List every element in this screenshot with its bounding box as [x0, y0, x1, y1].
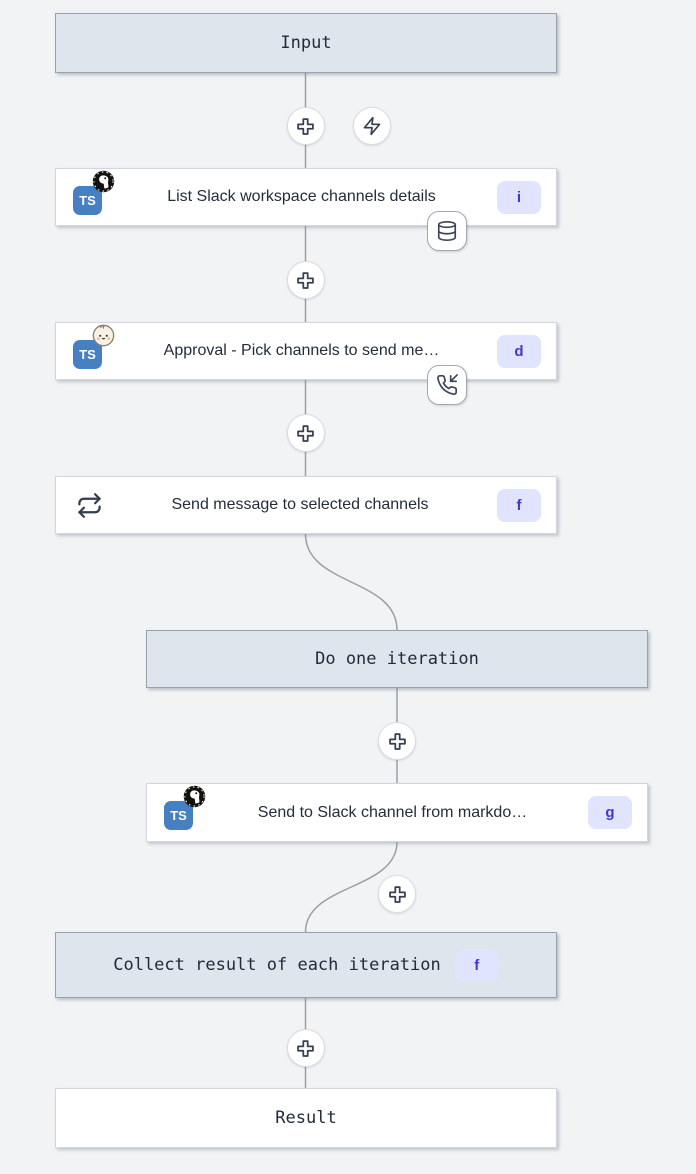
step-send-to-slack-markdown[interactable]: TS Send to Slack channel from markdo… g: [146, 783, 648, 842]
add-trigger-button[interactable]: [353, 107, 391, 145]
step-id-badge: f: [497, 488, 541, 522]
zap-icon: [363, 116, 381, 136]
suspend-approval-button[interactable]: [427, 365, 467, 405]
edge-step3-to-iteration: [304, 533, 398, 631]
edge-step4-to-collect: [304, 841, 398, 933]
plus-icon: [388, 885, 406, 903]
typescript-icon: TS: [73, 339, 102, 369]
insert-step-button-5[interactable]: [378, 875, 416, 913]
flow-input-label: Input: [280, 33, 332, 53]
step-title: List Slack workspace channels details: [167, 188, 436, 205]
forloop-icon-wrap: [76, 492, 103, 519]
step-id-badge: i: [497, 180, 541, 214]
phone-incoming-icon: [437, 374, 458, 395]
typescript-icon: TS: [164, 801, 193, 830]
deno-icon: [92, 170, 115, 192]
step-title: Send to Slack channel from markdo…: [257, 803, 528, 821]
step-id-badge: g: [588, 796, 632, 829]
plus-icon: [388, 732, 406, 750]
insert-step-button-6[interactable]: [286, 1029, 325, 1067]
loop-collect-node[interactable]: Collect result of each iteration f: [55, 932, 557, 998]
insert-step-button-2[interactable]: [286, 261, 325, 299]
cache-database-button[interactable]: [427, 211, 467, 251]
flow-input-node[interactable]: Input: [55, 13, 557, 73]
plus-icon: [297, 424, 314, 442]
typescript-icon: TS: [73, 185, 102, 215]
plus-icon: [297, 1039, 314, 1057]
flow-result-label: Result: [275, 1108, 337, 1128]
step-title: Send message to selected channels: [171, 496, 429, 513]
bun-icon: [92, 324, 115, 346]
typescript-bun-icon: TS: [73, 324, 115, 369]
step-approval-pick-channels[interactable]: TS Approval - Pick channels to send me… …: [55, 322, 557, 380]
typescript-deno-icon: TS: [73, 170, 115, 215]
plus-icon: [297, 117, 314, 135]
plus-icon: [297, 271, 314, 289]
loop-iteration-node[interactable]: Do one iteration: [146, 630, 648, 688]
database-icon: [437, 221, 457, 241]
flow-result-node[interactable]: Result: [55, 1088, 557, 1148]
insert-step-button-1[interactable]: [286, 107, 325, 145]
typescript-deno-icon: TS: [164, 785, 206, 830]
deno-icon: [183, 785, 206, 808]
step-forloop-send-message[interactable]: Send message to selected channels f: [55, 476, 557, 534]
loop-id-badge: f: [454, 948, 499, 982]
step-id-badge: d: [497, 334, 541, 368]
repeat-icon: [78, 492, 101, 518]
step-list-slack-channels[interactable]: TS List Slack workspace channels details…: [55, 168, 557, 226]
insert-step-button-4[interactable]: [378, 722, 416, 760]
loop-iteration-label: Do one iteration: [315, 649, 479, 669]
insert-step-button-3[interactable]: [286, 414, 325, 452]
loop-collect-label: Collect result of each iteration: [113, 955, 441, 975]
step-title: Approval - Pick channels to send me…: [163, 342, 440, 359]
